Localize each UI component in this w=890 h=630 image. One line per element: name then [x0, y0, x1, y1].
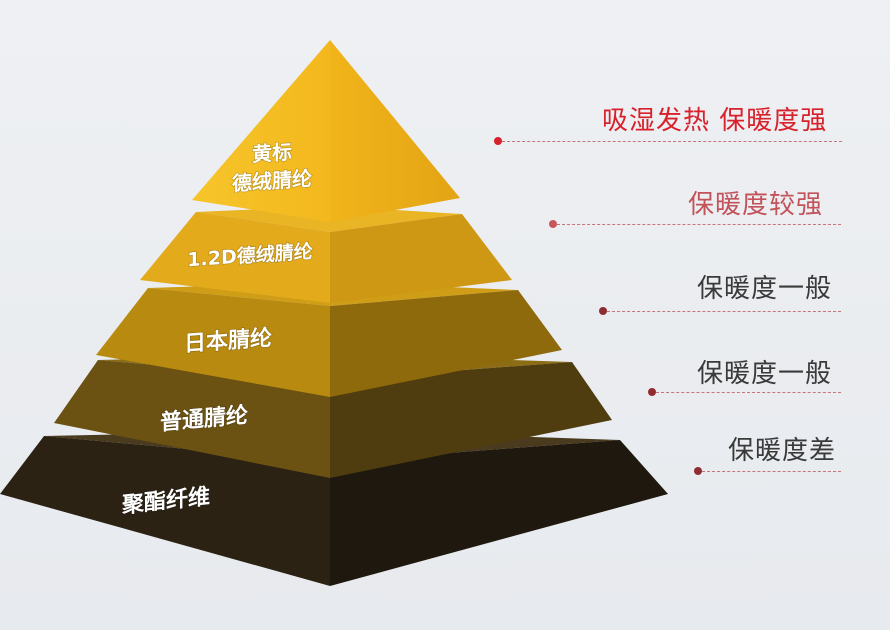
- rating-3-leader: [607, 311, 841, 312]
- rating-5-dot: [694, 467, 702, 475]
- rating-2-dot: [549, 220, 557, 228]
- tier-1-yellow-label: [192, 40, 460, 222]
- rating-1-leader: [502, 141, 842, 142]
- rating-4-leader: [656, 392, 841, 393]
- rating-5-leader: [702, 471, 841, 472]
- rating-5-text: 保暖度差: [728, 436, 837, 466]
- rating-3-dot: [599, 307, 607, 315]
- rating-2-leader: [557, 224, 841, 225]
- rating-1-text: 吸湿发热 保暖度强: [602, 106, 828, 136]
- rating-4-text: 保暖度一般: [697, 359, 833, 389]
- tier-1-label-line1: 黄标: [252, 140, 292, 167]
- rating-2-text: 保暖度较强: [688, 190, 824, 220]
- rating-1-dot: [494, 137, 502, 145]
- rating-4-dot: [648, 388, 656, 396]
- rating-3-text: 保暖度一般: [697, 274, 833, 304]
